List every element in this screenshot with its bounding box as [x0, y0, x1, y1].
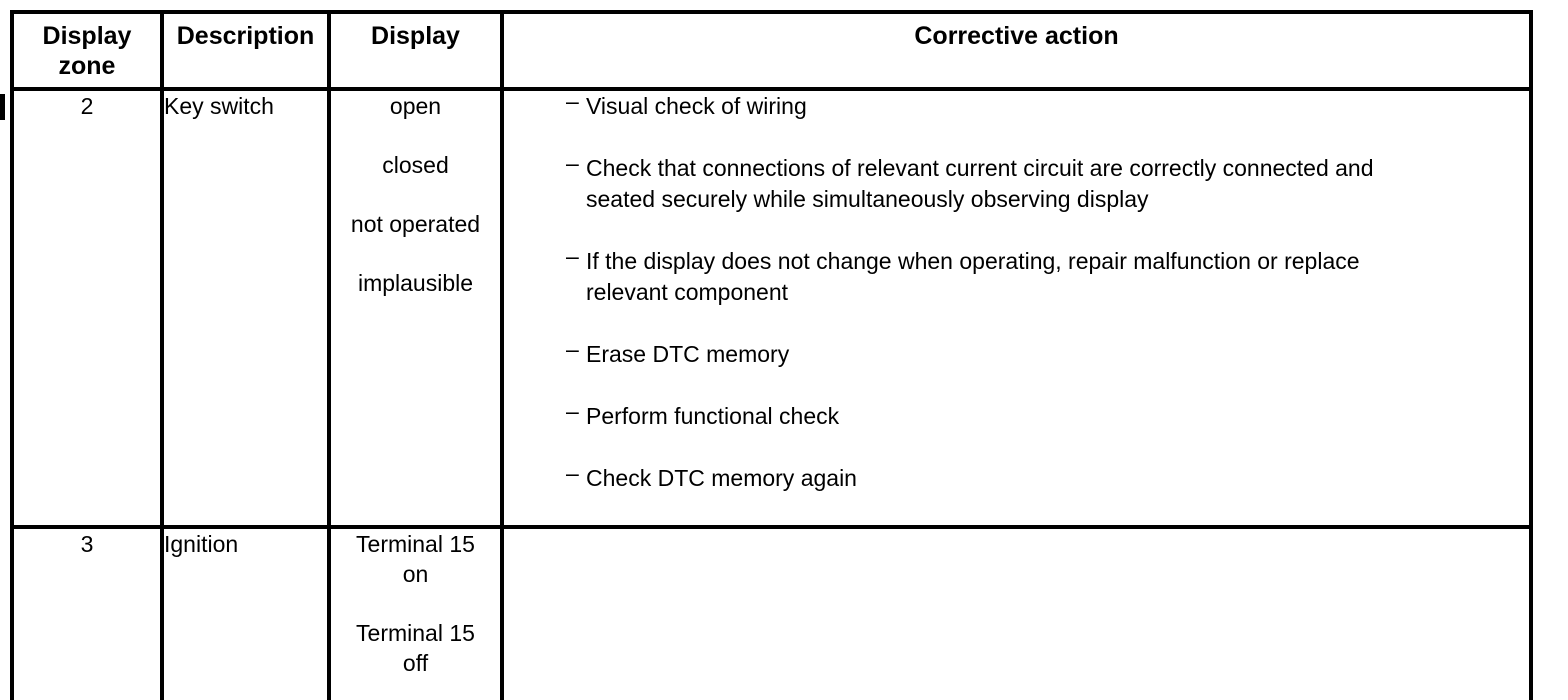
display-value: implausible: [357, 270, 474, 296]
cell-display-zone: 3: [10, 525, 164, 700]
corrective-action-item: If the display does not change when oper…: [504, 241, 1444, 308]
cell-corrective-actions: [500, 525, 1533, 700]
header-display-zone: Display zone: [10, 10, 164, 91]
corrective-action-item: Erase DTC memory: [504, 334, 1444, 370]
display-value: Terminal 15 off: [356, 620, 475, 676]
cell-description: Key switch: [160, 87, 331, 529]
table-row-ignition: 3 Ignition Terminal 15 on Terminal 15 of…: [10, 525, 1533, 700]
corrective-action-item: Check that connections of relevant curre…: [504, 148, 1444, 215]
display-value: closed: [382, 152, 449, 178]
header-display: Display: [327, 10, 504, 91]
cell-display-values: Terminal 15 on Terminal 15 off: [327, 525, 504, 700]
header-description: Description: [160, 10, 331, 91]
cell-display-zone: 2: [10, 87, 164, 529]
header-corrective-action: Corrective action: [500, 10, 1533, 91]
cell-description: Ignition: [160, 525, 331, 700]
display-value: Terminal 15 on: [356, 531, 475, 587]
corrective-action-item: Visual check of wiring: [504, 86, 1444, 122]
diagnostic-table: Display zone Description Display Correct…: [10, 10, 1533, 700]
cell-corrective-actions: Visual check of wiring Check that connec…: [500, 86, 1533, 529]
corrective-action-item: Perform functional check: [504, 396, 1444, 432]
table-row-key-switch: 2 Key switch open closed not operated im…: [10, 86, 1533, 529]
display-value: not operated: [350, 211, 481, 237]
table-header-row: Display zone Description Display Correct…: [10, 10, 1533, 91]
display-value: open: [389, 93, 442, 119]
cell-display-values: open closed not operated implausible: [327, 87, 504, 529]
corrective-action-item: Check DTC memory again: [504, 458, 1444, 494]
scan-artifact-mark: [0, 94, 5, 120]
